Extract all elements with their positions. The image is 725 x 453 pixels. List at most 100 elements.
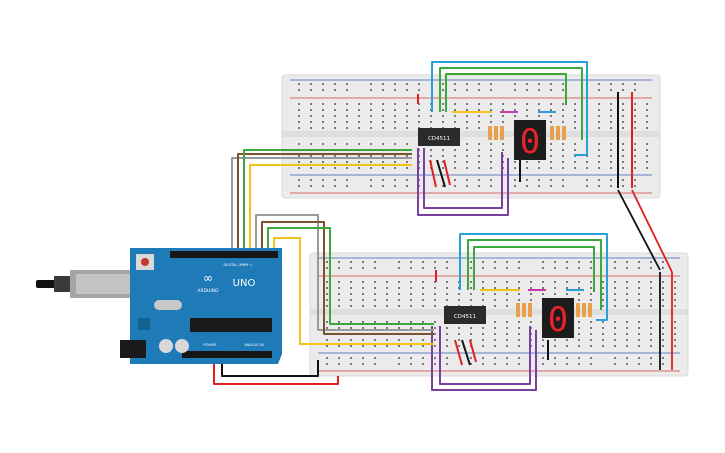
breadboard-hole[interactable] xyxy=(298,83,300,85)
breadboard-hole[interactable] xyxy=(674,339,676,341)
breadboard-hole[interactable] xyxy=(578,267,580,269)
breadboard-hole[interactable] xyxy=(578,333,580,335)
breadboard-hole[interactable] xyxy=(298,121,300,123)
breadboard-hole[interactable] xyxy=(530,287,532,289)
breadboard-hole[interactable] xyxy=(466,121,468,123)
breadboard-hole[interactable] xyxy=(622,155,624,157)
breadboard-hole[interactable] xyxy=(482,281,484,283)
breadboard-hole[interactable] xyxy=(406,127,408,129)
breadboard-hole[interactable] xyxy=(362,287,364,289)
breadboard-hole[interactable] xyxy=(418,89,420,91)
breadboard-hole[interactable] xyxy=(346,115,348,117)
breadboard-hole[interactable] xyxy=(382,161,384,163)
breadboard-hole[interactable] xyxy=(662,293,664,295)
breadboard-hole[interactable] xyxy=(634,149,636,151)
breadboard-hole[interactable] xyxy=(646,161,648,163)
breadboard-hole[interactable] xyxy=(538,83,540,85)
breadboard-hole[interactable] xyxy=(310,161,312,163)
breadboard-hole[interactable] xyxy=(598,185,600,187)
breadboard-hole[interactable] xyxy=(514,161,516,163)
breadboard-hole[interactable] xyxy=(614,267,616,269)
breadboard-hole[interactable] xyxy=(422,327,424,329)
breadboard-hole[interactable] xyxy=(650,287,652,289)
breadboard-hole[interactable] xyxy=(662,321,664,323)
breadboard-hole[interactable] xyxy=(622,103,624,105)
breadboard-hole[interactable] xyxy=(434,267,436,269)
breadboard-hole[interactable] xyxy=(466,109,468,111)
breadboard-hole[interactable] xyxy=(494,333,496,335)
breadboard-hole[interactable] xyxy=(622,127,624,129)
breadboard-hole[interactable] xyxy=(662,357,664,359)
breadboard-hole[interactable] xyxy=(602,321,604,323)
breadboard-hole[interactable] xyxy=(374,305,376,307)
breadboard-hole[interactable] xyxy=(650,333,652,335)
breadboard-hole[interactable] xyxy=(382,121,384,123)
breadboard-hole[interactable] xyxy=(350,299,352,301)
breadboard-hole[interactable] xyxy=(506,345,508,347)
breadboard-hole[interactable] xyxy=(326,281,328,283)
breadboard-hole[interactable] xyxy=(578,345,580,347)
breadboard-hole[interactable] xyxy=(610,89,612,91)
breadboard-hole[interactable] xyxy=(598,143,600,145)
breadboard-hole[interactable] xyxy=(478,161,480,163)
breadboard-hole[interactable] xyxy=(406,121,408,123)
breadboard-hole[interactable] xyxy=(562,161,564,163)
breadboard-hole[interactable] xyxy=(398,363,400,365)
breadboard-hole[interactable] xyxy=(406,143,408,145)
breadboard-hole[interactable] xyxy=(422,357,424,359)
breadboard-hole[interactable] xyxy=(370,127,372,129)
breadboard-hole[interactable] xyxy=(470,287,472,289)
breadboard-hole[interactable] xyxy=(322,155,324,157)
breadboard-hole[interactable] xyxy=(322,115,324,117)
breadboard-hole[interactable] xyxy=(370,167,372,169)
breadboard-hole[interactable] xyxy=(526,161,528,163)
breadboard-hole[interactable] xyxy=(646,155,648,157)
breadboard-hole[interactable] xyxy=(590,293,592,295)
breadboard-hole[interactable] xyxy=(626,339,628,341)
breadboard-hole[interactable] xyxy=(614,321,616,323)
breadboard-hole[interactable] xyxy=(614,261,616,263)
breadboard-hole[interactable] xyxy=(310,89,312,91)
breadboard-hole[interactable] xyxy=(542,287,544,289)
breadboard-hole[interactable] xyxy=(434,261,436,263)
breadboard-hole[interactable] xyxy=(334,115,336,117)
breadboard-hole[interactable] xyxy=(634,179,636,181)
breadboard-hole[interactable] xyxy=(674,345,676,347)
breadboard-hole[interactable] xyxy=(326,305,328,307)
breadboard-hole[interactable] xyxy=(478,149,480,151)
breadboard-hole[interactable] xyxy=(470,267,472,269)
breadboard-hole[interactable] xyxy=(646,109,648,111)
breadboard-hole[interactable] xyxy=(662,327,664,329)
breadboard-hole[interactable] xyxy=(446,299,448,301)
breadboard-hole[interactable] xyxy=(598,103,600,105)
breadboard-hole[interactable] xyxy=(566,267,568,269)
breadboard-hole[interactable] xyxy=(550,161,552,163)
breadboard-hole[interactable] xyxy=(422,321,424,323)
breadboard-hole[interactable] xyxy=(506,305,508,307)
breadboard-hole[interactable] xyxy=(350,305,352,307)
breadboard-top[interactable] xyxy=(281,74,661,199)
breadboard-hole[interactable] xyxy=(638,293,640,295)
breadboard-hole[interactable] xyxy=(626,333,628,335)
breadboard-hole[interactable] xyxy=(338,327,340,329)
wires-bottom-board[interactable] xyxy=(431,233,608,391)
breadboard-hole[interactable] xyxy=(622,115,624,117)
breadboard-hole[interactable] xyxy=(514,89,516,91)
breadboard-hole[interactable] xyxy=(574,161,576,163)
breadboard-hole[interactable] xyxy=(362,321,364,323)
breadboard-hole[interactable] xyxy=(542,261,544,263)
breadboard-hole[interactable] xyxy=(394,179,396,181)
breadboard-hole[interactable] xyxy=(538,103,540,105)
breadboard-hole[interactable] xyxy=(526,167,528,169)
breadboard-hole[interactable] xyxy=(382,115,384,117)
breadboard-hole[interactable] xyxy=(386,339,388,341)
breadboard-hole[interactable] xyxy=(646,115,648,117)
breadboard-hole[interactable] xyxy=(422,293,424,295)
breadboard-hole[interactable] xyxy=(638,333,640,335)
breadboard-hole[interactable] xyxy=(418,83,420,85)
breadboard-hole[interactable] xyxy=(430,115,432,117)
breadboard-hole[interactable] xyxy=(614,345,616,347)
breadboard-hole[interactable] xyxy=(650,327,652,329)
breadboard-hole[interactable] xyxy=(310,83,312,85)
breadboard-hole[interactable] xyxy=(614,293,616,295)
